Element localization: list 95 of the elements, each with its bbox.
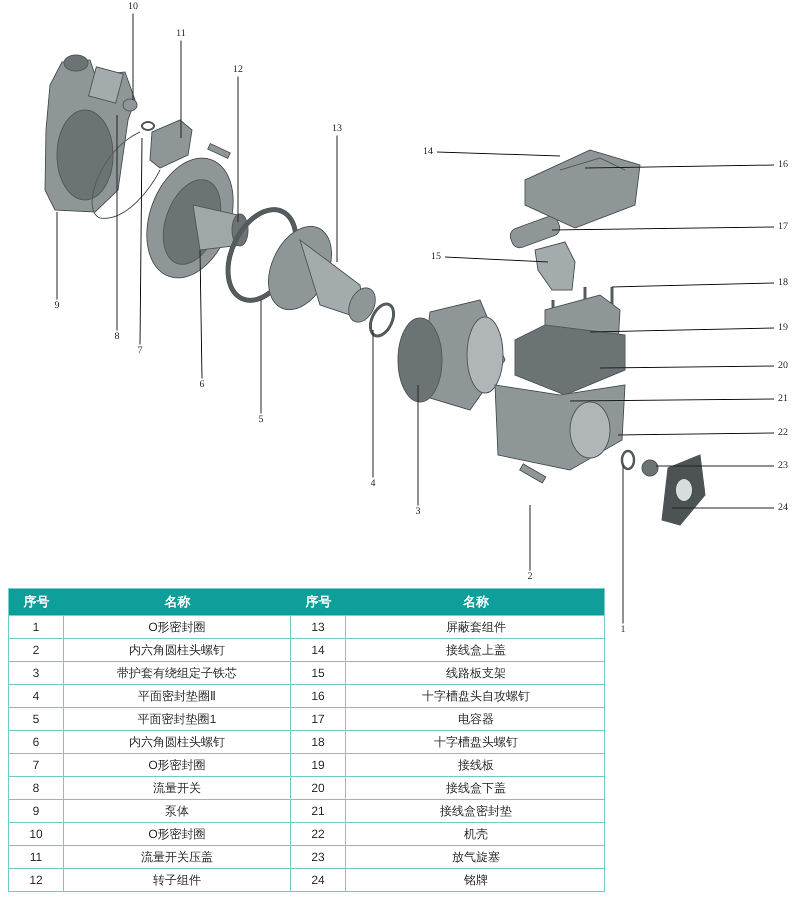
table-cell: 13	[291, 616, 346, 638]
table-cell: 12	[9, 869, 64, 891]
table-cell-text: 铭牌	[463, 872, 489, 889]
callout-number: 20	[774, 360, 792, 372]
table-cell-text: 接线板	[457, 757, 495, 774]
table-cell: 6	[9, 731, 64, 753]
leader-line	[132, 13, 134, 100]
table-header-cell-text: 序号	[304, 593, 332, 612]
table-cell: 内六角圆柱头螺钉	[64, 731, 291, 753]
table-cell: 9	[9, 800, 64, 822]
table-cell: 泵体	[64, 800, 291, 822]
table-cell: 5	[9, 708, 64, 730]
table-cell: 22	[291, 823, 346, 845]
leader-line	[552, 226, 774, 230]
table-cell-text: 十字槽盘头自攻螺钉	[421, 688, 531, 705]
leader-line	[618, 432, 774, 436]
leader-line	[260, 300, 262, 414]
callout-number: 22	[774, 426, 792, 440]
callout-number: 21	[774, 392, 792, 406]
table-cell-text: 接线盒上盖	[445, 642, 507, 659]
table-cell: 转子组件	[64, 869, 291, 891]
leader-line	[116, 114, 118, 331]
table-cell: 16	[291, 685, 346, 707]
callout-number: 24	[774, 502, 792, 514]
table-cell-text: 放气旋塞	[451, 849, 501, 866]
table-cell: 平面密封垫圈Ⅱ	[64, 685, 291, 707]
table-cell: 平面密封垫圈1	[64, 708, 291, 730]
callout-number: 12	[229, 64, 247, 76]
callout-number: 6	[193, 378, 211, 392]
table-cell-text: 接线盒下盖	[445, 780, 507, 797]
table-cell: O形密封圈	[64, 754, 291, 776]
leader-line	[372, 330, 374, 478]
callout-number: 18	[774, 276, 792, 290]
table-cell: 2	[9, 639, 64, 661]
callout-number: 15	[427, 250, 445, 264]
table-cell: 内六角圆柱头螺钉	[64, 639, 291, 661]
table-cell: O形密封圈	[64, 616, 291, 638]
table-cell: 流量开关压盖	[64, 846, 291, 868]
leader-line	[140, 138, 142, 345]
leader-line	[336, 135, 338, 262]
callout-number: 8	[108, 330, 126, 344]
table-cell: 24	[291, 869, 346, 891]
table-cell: 4	[9, 685, 64, 707]
callout-number: 7	[131, 344, 149, 358]
table-cell: 21	[291, 800, 346, 822]
table-cell: 带护套有绕组定子铁芯	[64, 662, 291, 684]
table-cell: 15	[291, 662, 346, 684]
table-cell: 1	[9, 616, 64, 638]
table-cell: 14	[291, 639, 346, 661]
callout-number: 16	[774, 158, 792, 172]
table-cell-text: 电容器	[457, 711, 495, 728]
callout-number: 13	[328, 122, 346, 136]
callout-number: 14	[419, 146, 437, 158]
callout-number: 17	[774, 220, 792, 234]
table-cell: 8	[9, 777, 64, 799]
table-cell: 19	[291, 754, 346, 776]
table-cell: 18	[291, 731, 346, 753]
leader-line	[590, 328, 774, 332]
callout-number: 19	[774, 322, 792, 334]
callout-number: 9	[48, 300, 66, 312]
table-header-cell-text: 名称	[163, 593, 192, 612]
leader-line	[622, 464, 624, 624]
table-cell: 23	[291, 846, 346, 868]
leader-line	[584, 164, 774, 168]
callout-number: 4	[364, 478, 382, 490]
table-cell-text: 十字槽盘头螺钉	[433, 734, 519, 751]
leader-line	[180, 40, 182, 138]
leader-line	[436, 152, 560, 156]
callout-number: 2	[521, 570, 539, 584]
table-header-cell-text: 名称	[462, 593, 490, 612]
leader-line	[444, 256, 548, 262]
table-cell: 17	[291, 708, 346, 730]
table-cell: O形密封圈	[64, 823, 291, 845]
table-cell: 3	[9, 662, 64, 684]
leader-line	[56, 212, 58, 300]
table-cell-text: 接线盒密封垫	[439, 803, 513, 820]
leader-line	[570, 398, 774, 402]
callout-number: 11	[172, 28, 190, 40]
callout-number: 23	[774, 460, 792, 472]
table-cell: 20	[291, 777, 346, 799]
table-cell-text: 机壳	[463, 826, 489, 843]
callout-number: 5	[252, 414, 270, 426]
table-cell: 10	[9, 823, 64, 845]
callout-number: 3	[409, 506, 427, 518]
callout-number: 10	[124, 0, 142, 14]
leader-line	[600, 366, 774, 368]
table-cell-text: 线路板支架	[445, 665, 507, 682]
table-cell-text: 屏蔽套组件	[445, 619, 507, 636]
table-cell: 11	[9, 846, 64, 868]
table-cell: 流量开关	[64, 777, 291, 799]
leader-line	[612, 282, 774, 288]
table-cell: 7	[9, 754, 64, 776]
table-header-cell-text: 序号	[22, 593, 50, 612]
callout-number: 1	[614, 624, 632, 636]
leader-line	[200, 250, 202, 379]
